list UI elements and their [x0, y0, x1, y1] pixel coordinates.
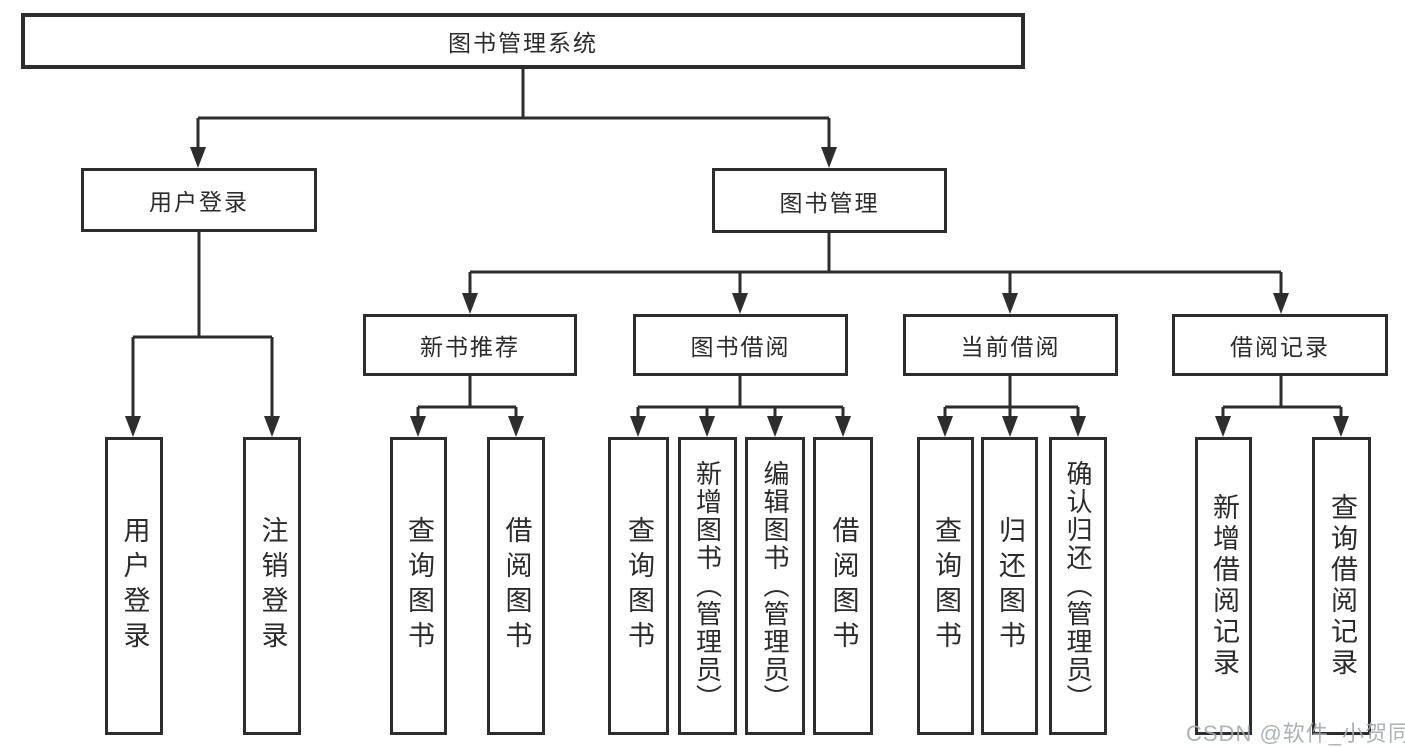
leaf-query-borrow-record: 查询借阅记录 [1312, 437, 1371, 735]
node-label: 编辑图书（管理员） [760, 460, 790, 712]
leaf-add-borrow-record: 新增借阅记录 [1195, 437, 1252, 735]
node-label: 查询借阅记录 [1327, 493, 1357, 679]
node-label: 查询图书 [931, 516, 961, 656]
leaf-borrow-books-recommend: 借阅图书 [487, 437, 545, 735]
leaf-borrow-books: 借阅图书 [813, 437, 873, 735]
node-label: 新增借阅记录 [1209, 493, 1239, 679]
leaf-edit-books-admin: 编辑图书（管理员） [745, 437, 805, 735]
leaf-add-books-admin: 新增图书（管理员） [678, 437, 737, 735]
tree-edges [131, 69, 1343, 418]
node-label: 归还图书 [995, 516, 1025, 656]
node-label: 新增图书（管理员） [692, 460, 723, 712]
arrowheads [125, 147, 1349, 437]
node-book-borrowing: 图书借阅 [633, 314, 848, 376]
node-label: 借阅图书 [828, 516, 859, 656]
node-label: 图书借阅 [690, 334, 791, 360]
leaf-query-books-borrowing: 查询图书 [608, 437, 669, 735]
node-label: 新书推荐 [420, 334, 520, 360]
node-new-book-recommend: 新书推荐 [363, 314, 577, 376]
leaf-query-books-current: 查询图书 [917, 437, 974, 735]
leaf-logout: 注销登录 [243, 437, 301, 735]
node-library-system: 图书管理系统 [21, 13, 1025, 69]
node-label: 确认归还（管理员） [1063, 460, 1093, 712]
leaf-return-books: 归还图书 [981, 437, 1038, 735]
node-label: 图书管理系统 [448, 30, 598, 56]
node-label: 用户登录 [149, 189, 249, 215]
node-label: 借阅记录 [1230, 334, 1330, 360]
node-current-borrowing: 当前借阅 [903, 314, 1118, 376]
node-user-login: 用户登录 [81, 168, 317, 232]
leaf-user-login: 用户登录 [105, 437, 163, 735]
node-label: 用户登录 [119, 516, 150, 656]
node-label: 查询图书 [404, 516, 434, 656]
node-label: 当前借阅 [960, 334, 1061, 360]
node-borrowing-records: 借阅记录 [1172, 314, 1388, 376]
node-book-management: 图书管理 [712, 168, 947, 233]
node-label: 查询图书 [624, 516, 654, 656]
node-label: 借阅图书 [501, 516, 532, 656]
leaf-confirm-return-admin: 确认归还（管理员） [1049, 437, 1107, 735]
node-label: 注销登录 [257, 516, 288, 656]
node-label: 图书管理 [779, 189, 880, 216]
csdn-watermark: CSDN @软件_小贺同学 [1186, 721, 1405, 746]
leaf-query-books-recommend: 查询图书 [390, 437, 447, 735]
